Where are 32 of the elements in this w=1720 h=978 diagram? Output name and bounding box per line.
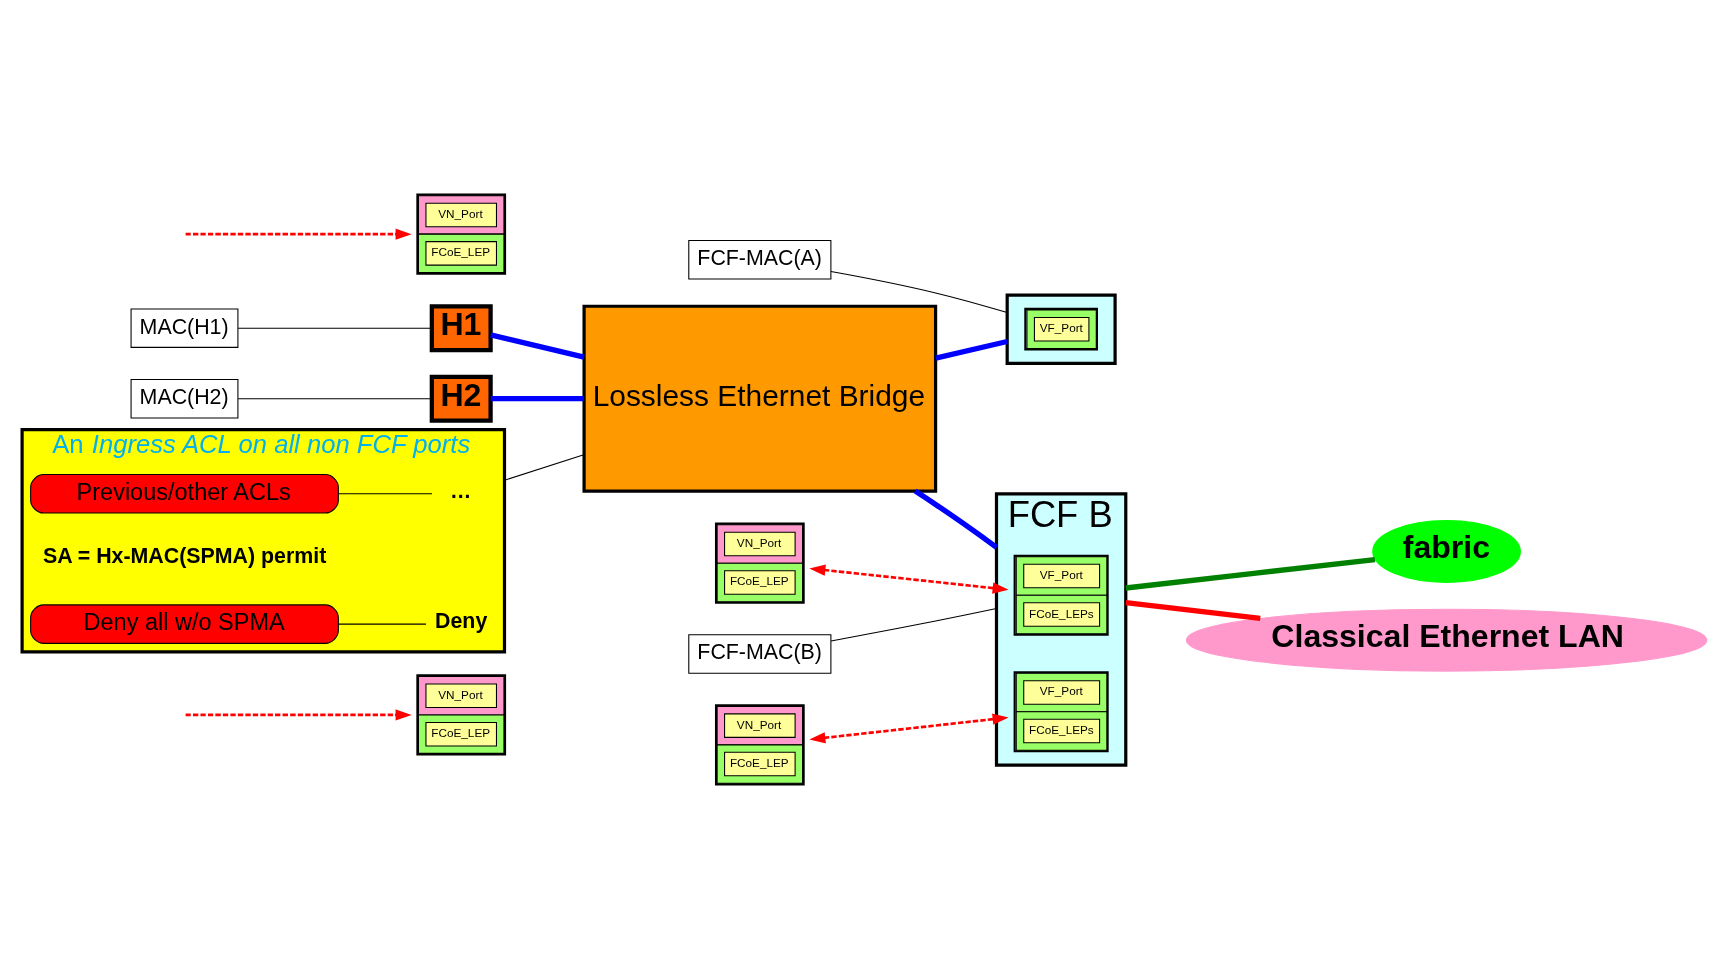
node-box: MAC(H2) xyxy=(130,378,239,418)
connector xyxy=(913,488,999,549)
node-box: Deny all w/o SPMA xyxy=(30,603,339,644)
connector xyxy=(830,607,998,642)
connector xyxy=(935,338,1008,361)
connector xyxy=(1125,599,1261,621)
node-text: SA = Hx-MAC(SPMA) permit xyxy=(42,543,327,568)
node-box: Previous/other ACLs xyxy=(30,473,339,514)
node-box: MAC(H1) xyxy=(130,307,239,348)
arrow xyxy=(809,564,1009,594)
connector xyxy=(237,397,433,399)
node-box: Lossless Ethernet Bridge xyxy=(582,304,938,493)
connector xyxy=(503,453,585,481)
node-box: H2 xyxy=(429,374,493,423)
node-box: FCF-MAC(B) xyxy=(688,633,832,674)
connector xyxy=(490,331,585,360)
arrow xyxy=(185,228,412,240)
connector xyxy=(337,623,427,625)
connector xyxy=(237,327,433,329)
connector xyxy=(490,395,585,401)
node-text: Deny xyxy=(435,608,488,633)
connector xyxy=(337,492,433,494)
node-ellipse: fabric xyxy=(1372,519,1521,583)
cluster xyxy=(1005,292,1117,365)
node-box: FCF-MAC(A) xyxy=(688,239,832,280)
connector xyxy=(1125,556,1376,591)
node-text: … xyxy=(450,478,472,503)
arrow xyxy=(809,713,1009,743)
connector xyxy=(830,270,1008,313)
node-box: H1 xyxy=(429,303,493,352)
arrow xyxy=(185,708,412,721)
node-ellipse: Classical Ethernet LAN xyxy=(1185,608,1708,672)
